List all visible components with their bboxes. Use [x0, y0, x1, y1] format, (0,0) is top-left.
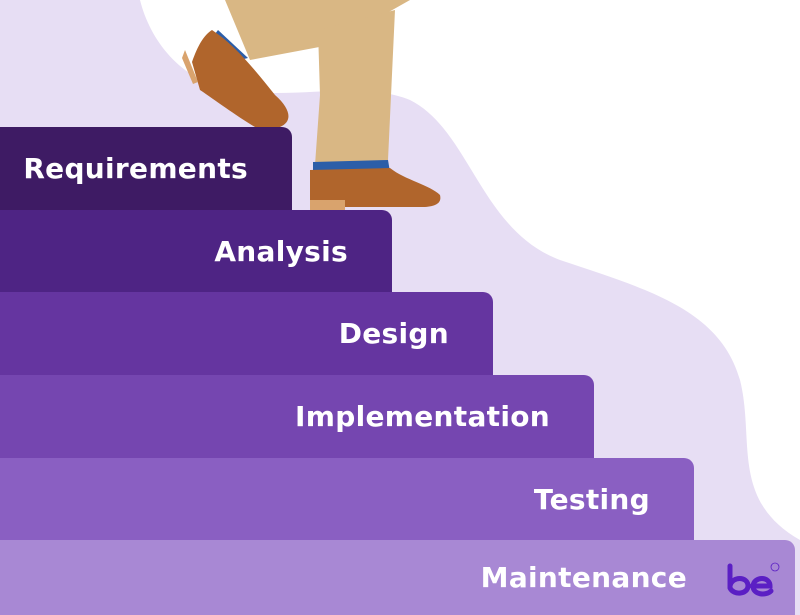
- step-label: Requirements: [23, 152, 248, 185]
- step-implementation: Implementation: [0, 375, 594, 458]
- step-requirements: Requirements: [0, 127, 292, 210]
- step-label: Implementation: [295, 400, 550, 433]
- step-label: Testing: [533, 482, 650, 516]
- front-leg: [310, 10, 441, 210]
- shoe-icon: [192, 30, 289, 127]
- shoe-icon: [310, 168, 441, 207]
- step-maintenance: Maintenance: [0, 540, 795, 615]
- step-analysis: Analysis: [0, 210, 392, 292]
- step-testing: Testing: [0, 458, 694, 540]
- step-label: Maintenance: [480, 561, 687, 594]
- step-label: Design: [338, 317, 449, 350]
- step-label: Analysis: [214, 234, 348, 268]
- be-logo: [727, 562, 780, 597]
- step-design: Design: [0, 292, 493, 375]
- back-leg: [182, 0, 410, 127]
